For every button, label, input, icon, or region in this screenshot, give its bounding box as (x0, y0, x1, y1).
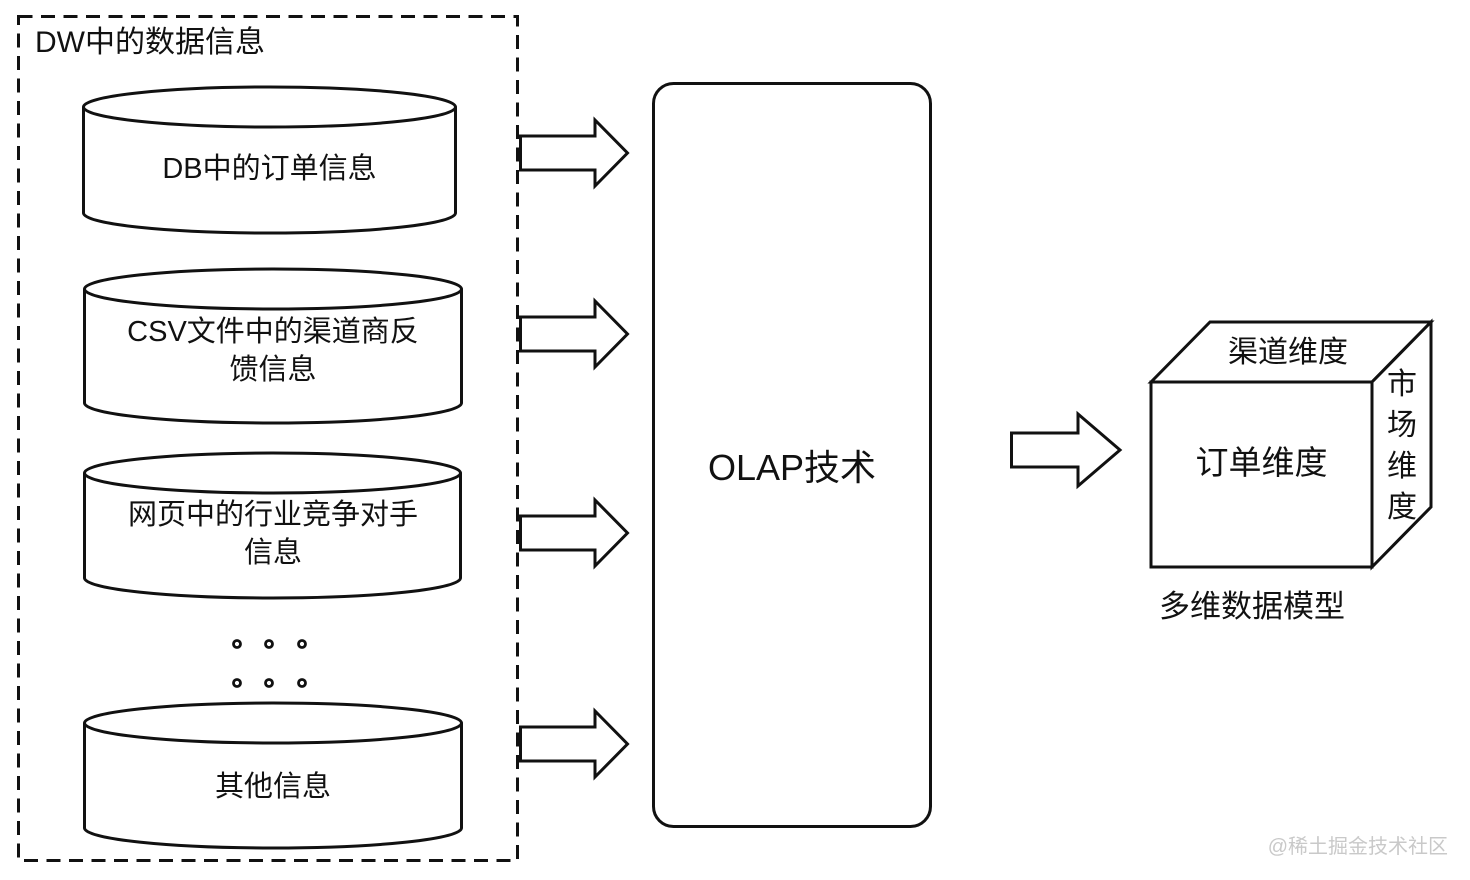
cylinder-label-web-competitors: 网页中的行业竞争对手信息 (127, 499, 418, 569)
dw-box-title: DW中的数据信息 (35, 26, 265, 59)
flow-arrow-4 (519, 707, 630, 781)
flow-arrow-2 (519, 297, 630, 371)
db-cylinder-orders (82, 85, 457, 235)
cylinder-label-other: 其他信息 (214, 771, 331, 803)
cube-front-face (1149, 380, 1374, 569)
db-cylinder-web-competitors (83, 451, 462, 600)
ellipsis-dots (232, 639, 307, 688)
data-cube (1147, 318, 1435, 571)
watermark-text: @稀土掘金技术社区 (1267, 836, 1448, 858)
cube-front-dimension-label: 订单维度 (1195, 444, 1328, 481)
flow-arrow-3 (519, 496, 630, 570)
db-cylinder-other (83, 701, 463, 850)
cylinder-label-db-orders: DB中的订单信息 (162, 153, 377, 185)
cube-top-dimension-label: 渠道维度 (1228, 336, 1348, 369)
cylinder-label-csv-feedback: CSV文件中的渠道商反馈信息 (127, 316, 419, 386)
cube-side-dimension-label: 市场维度 (1387, 368, 1417, 524)
flow-arrow-1 (519, 116, 630, 190)
db-cylinder-csv-feedback (83, 267, 463, 425)
dw-dashed-box (17, 15, 519, 862)
olap-box (652, 82, 932, 828)
flow-arrow-to-cube (1010, 410, 1123, 490)
cube-caption: 多维数据模型 (1159, 589, 1345, 624)
olap-box-label: OLAP技术 (707, 447, 877, 488)
